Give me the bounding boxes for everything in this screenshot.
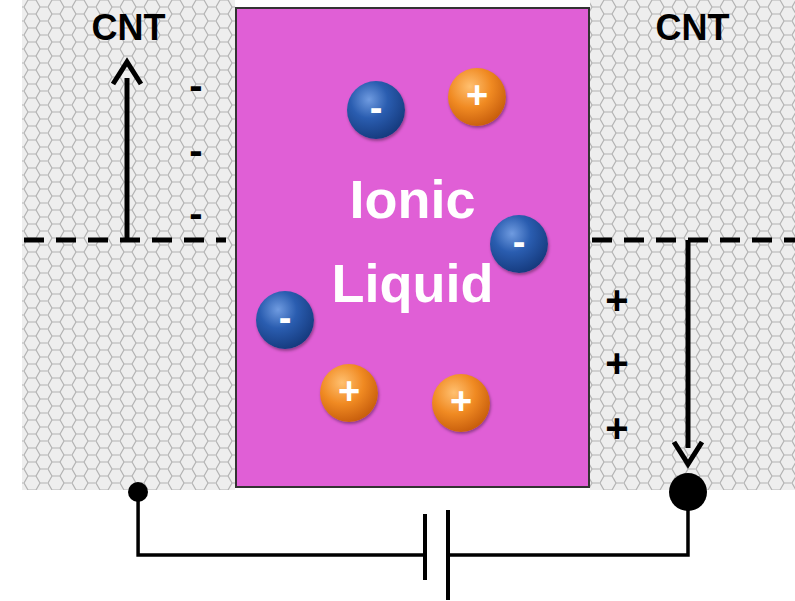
current-arrow — [125, 78, 130, 240]
arrow-head — [674, 442, 702, 464]
battery-plate — [423, 514, 427, 580]
terminal-dot — [128, 482, 148, 502]
ion: - — [490, 215, 548, 273]
ion: + — [320, 364, 378, 422]
ion: - — [256, 291, 314, 349]
arrow-head — [113, 62, 141, 84]
ion-charge: - — [279, 299, 292, 337]
charge-sign: + — [605, 343, 628, 383]
ion: + — [432, 374, 490, 432]
ion-charge: + — [466, 76, 488, 114]
cnt-electrode: CNT — [22, 0, 235, 490]
cnt-texture — [22, 0, 235, 490]
terminal-dot — [669, 473, 707, 511]
circuit-wire — [138, 490, 688, 555]
ion: - — [347, 81, 405, 139]
cnt-texture — [590, 0, 795, 490]
charge-sign: + — [605, 280, 628, 320]
ion-charge: + — [338, 372, 360, 410]
charge-sign: - — [189, 193, 202, 233]
charge-sign: - — [189, 130, 202, 170]
charge-sign: - — [189, 65, 202, 105]
electrode-label: CNT — [92, 10, 166, 46]
ion-charge: - — [513, 223, 526, 261]
electrolyte-label: Ionic Liquid — [308, 157, 518, 325]
ion-charge: + — [450, 382, 472, 420]
ion: + — [448, 68, 506, 126]
electrolyte-box: - + - - + + Ionic Liquid — [235, 7, 590, 488]
charge-sign: + — [605, 408, 628, 448]
ion-charge: - — [370, 89, 383, 127]
electrode-label: CNT — [656, 10, 730, 46]
dashed-line — [592, 238, 795, 243]
current-arrow — [686, 240, 691, 448]
